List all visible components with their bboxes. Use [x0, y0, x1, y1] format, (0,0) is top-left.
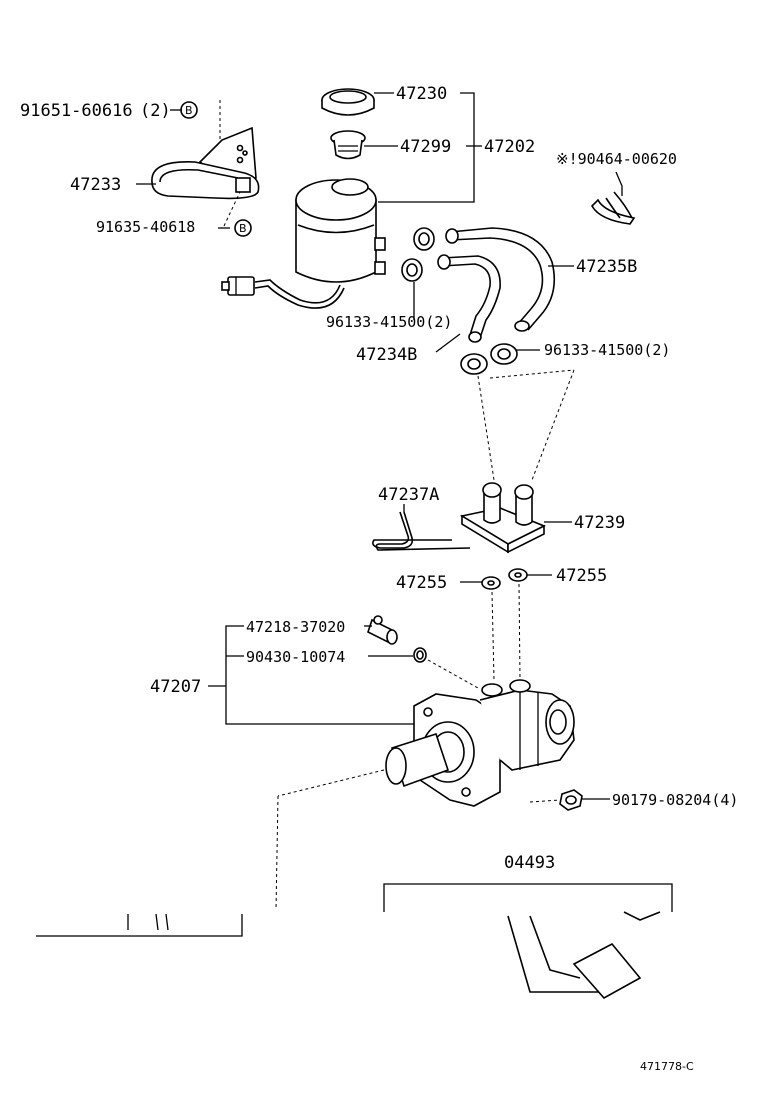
reservoir-cap: [321, 88, 375, 116]
reservoir-strainer: [330, 130, 366, 160]
union-pin: [372, 511, 471, 551]
reservoir-bracket: [151, 126, 260, 200]
grommet-right: [508, 568, 528, 582]
mounting-nut: [559, 789, 583, 811]
pressure-switch: [367, 615, 398, 645]
label-47234b: 47234B: [356, 345, 417, 365]
label-47255-left: 47255: [396, 573, 447, 593]
label-91651: 91651-60616: [20, 101, 133, 121]
label-47255-right: 47255: [556, 566, 607, 586]
label-47202: 47202: [484, 137, 535, 157]
hose-clip-lower: [401, 258, 423, 282]
label-47233: 47233: [70, 175, 121, 195]
label-47218: 47218-37020: [246, 618, 345, 636]
o-ring: [413, 647, 427, 663]
hose-clip-upper: [413, 227, 435, 251]
label-04493: 04493: [504, 853, 555, 873]
wire-clamp: [591, 191, 636, 225]
label-47230: 47230: [396, 84, 447, 104]
hose-clip-pair: [460, 343, 518, 375]
level-sensor-connector: [221, 276, 345, 309]
svg-text:B: B: [239, 222, 247, 235]
label-47207: 47207: [150, 677, 201, 697]
reservoir-hose-47234b: [437, 254, 501, 343]
ref-b-icon-upper: B: [180, 101, 198, 119]
label-47299: 47299: [400, 137, 451, 157]
ref-b-icon-lower: B: [234, 219, 252, 237]
grommet-left: [481, 576, 501, 590]
label-47239: 47239: [574, 513, 625, 533]
svg-text:B: B: [185, 104, 193, 117]
label-90179: 90179-08204(4): [612, 791, 738, 809]
label-47237a: 47237A: [378, 485, 439, 505]
label-91635: 91635-40618: [96, 218, 195, 236]
brake-pedal-assembly: [36, 883, 673, 1000]
label-91651-qty: (2): [140, 101, 171, 121]
label-47235b: 47235B: [576, 257, 637, 277]
reservoir-hose-47235b: [445, 227, 556, 332]
label-90430: 90430-10074: [246, 648, 345, 666]
reservoir-union: [459, 482, 546, 554]
label-96133-lower: 96133-41500(2): [544, 341, 670, 359]
reservoir-tank: [295, 178, 386, 283]
label-96133-upper: 96133-41500(2): [326, 313, 452, 331]
label-90464: ※!90464-00620: [556, 150, 677, 168]
figure-code: 471778-C: [640, 1060, 694, 1073]
master-cylinder-body: [385, 679, 575, 807]
